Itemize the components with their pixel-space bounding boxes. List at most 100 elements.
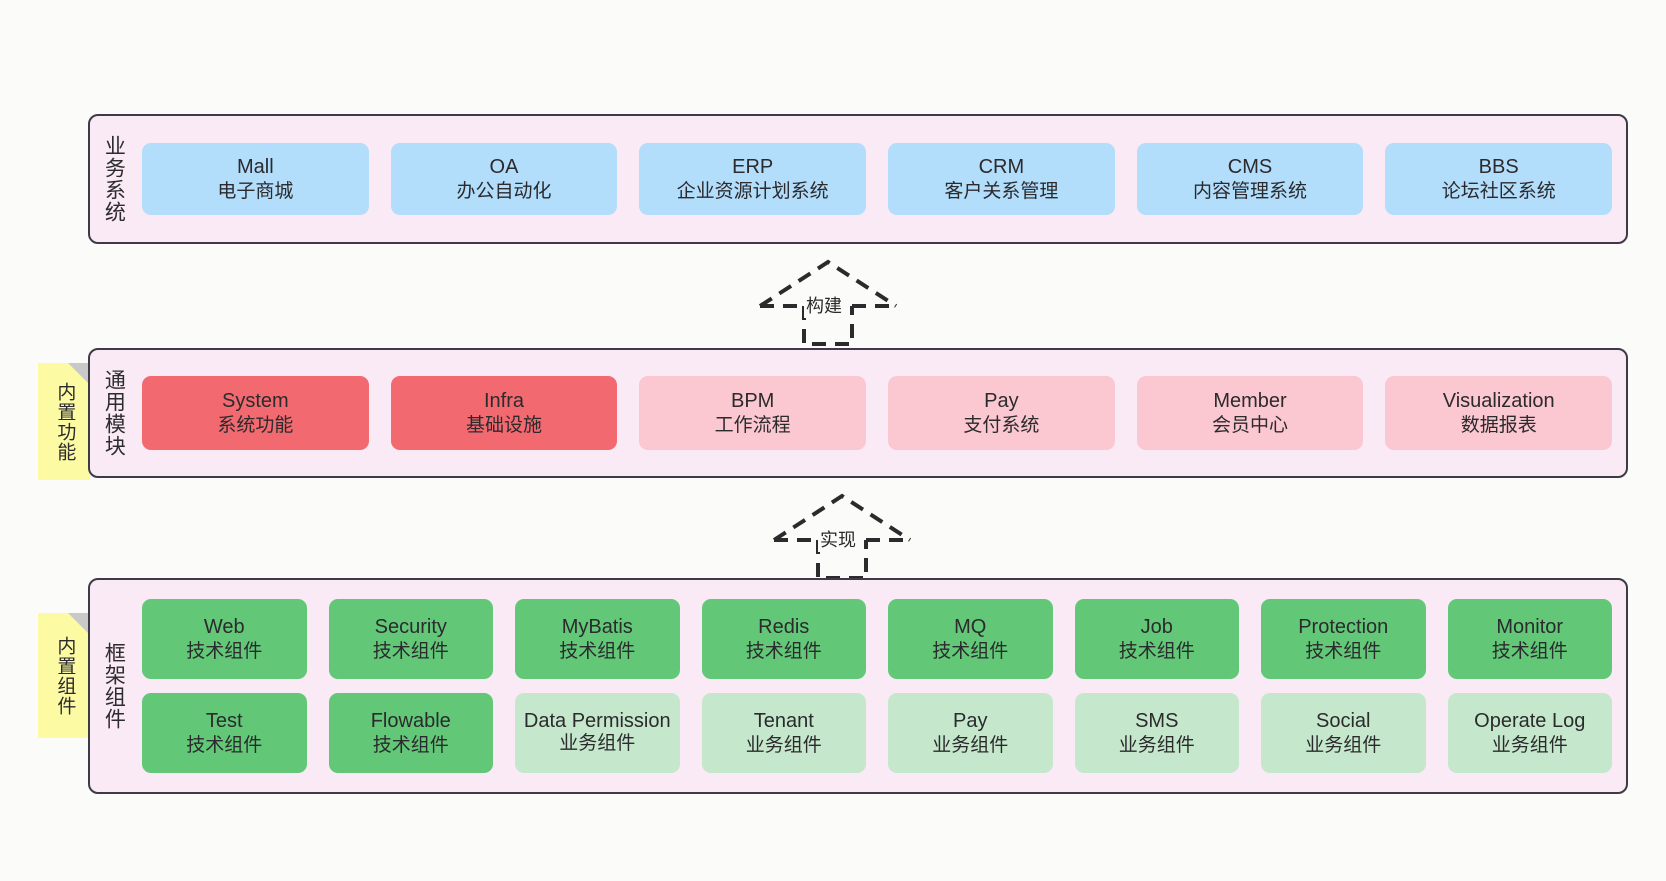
node-protection[interactable]: Protection 技术组件: [1261, 599, 1426, 679]
node-crm[interactable]: CRM 客户关系管理: [888, 143, 1115, 215]
layer-body-framework-components: Web 技术组件 Security 技术组件 MyBatis 技术组件 Redi…: [136, 580, 1626, 792]
node-subtitle: 技术组件: [932, 640, 1009, 662]
node-subtitle: 技术组件: [1305, 640, 1382, 662]
node-subtitle: 业务组件: [1305, 734, 1382, 756]
node-cms[interactable]: CMS 内容管理系统: [1136, 143, 1364, 215]
node-data-permission[interactable]: Data Permission 业务组件: [515, 693, 680, 773]
node-title: Flowable: [370, 710, 451, 733]
layer-title-framework-components: 框架组件: [102, 642, 126, 730]
note-label: 内置功能: [54, 381, 76, 462]
node-title: Visualization: [1442, 390, 1555, 413]
layer-title-common-modules: 通用模块: [102, 369, 126, 457]
node-bpm[interactable]: BPM 工作流程: [639, 376, 867, 450]
node-title: Web: [203, 616, 245, 639]
node-mybatis[interactable]: MyBatis 技术组件: [515, 599, 680, 679]
node-social[interactable]: Social 业务组件: [1261, 693, 1426, 773]
node-mall[interactable]: Mall 电子商城: [142, 143, 369, 215]
node-subtitle: 数据报表: [1460, 414, 1537, 436]
node-subtitle: 业务组件: [1118, 734, 1195, 756]
node-subtitle: 技术组件: [1491, 640, 1568, 662]
layer-body-common-modules: System 系统功能 Infra 基础设施 BPM 工作流程 Pay 支付系统…: [136, 350, 1626, 476]
node-oa[interactable]: OA 办公自动化: [390, 143, 618, 215]
node-title: Infra: [483, 390, 525, 413]
node-title: Operate Log: [1474, 710, 1586, 733]
node-subtitle: 技术组件: [372, 734, 449, 756]
node-subtitle: 技术组件: [559, 640, 636, 662]
node-bbs[interactable]: BBS 论坛社区系统: [1385, 143, 1613, 215]
node-monitor[interactable]: Monitor 技术组件: [1447, 599, 1612, 679]
node-pay-business[interactable]: Pay 业务组件: [888, 693, 1053, 773]
node-pay[interactable]: Pay 支付系统: [888, 376, 1115, 450]
node-subtitle: 系统功能: [217, 414, 294, 436]
node-system[interactable]: System 系统功能: [142, 376, 369, 450]
node-subtitle: 技术组件: [372, 640, 449, 662]
layer-common-modules: 通用模块 System 系统功能 Infra 基础设施 BPM 工作流程 Pay…: [88, 348, 1628, 478]
node-title: CMS: [1227, 156, 1273, 179]
node-infra[interactable]: Infra 基础设施: [390, 376, 618, 450]
node-title: Data Permission: [523, 709, 671, 732]
node-flowable[interactable]: Flowable 技术组件: [328, 693, 493, 773]
connector-implement: 实现: [766, 490, 918, 582]
node-title: Redis: [758, 616, 810, 639]
node-subtitle: 电子商城: [217, 180, 294, 202]
node-subtitle: 会员中心: [1212, 414, 1289, 436]
node-title: Security: [374, 616, 447, 639]
node-subtitle: 企业资源计划系统: [676, 180, 829, 202]
node-subtitle: 业务组件: [1491, 734, 1568, 756]
node-title: SMS: [1135, 710, 1179, 733]
node-subtitle: 工作流程: [714, 414, 791, 436]
note-builtin-components: 内置组件: [38, 613, 90, 738]
node-test[interactable]: Test 技术组件: [142, 693, 307, 773]
node-operate-log[interactable]: Operate Log 业务组件: [1447, 693, 1612, 773]
node-title: System: [221, 390, 289, 413]
note-label: 内置组件: [54, 635, 76, 716]
node-title: Member: [1213, 390, 1287, 413]
node-sms[interactable]: SMS 业务组件: [1074, 693, 1239, 773]
node-security[interactable]: Security 技术组件: [328, 599, 493, 679]
node-member[interactable]: Member 会员中心: [1136, 376, 1364, 450]
connector-implement-label: 实现: [818, 526, 858, 552]
node-subtitle: 技术组件: [1118, 640, 1195, 662]
node-erp[interactable]: ERP 企业资源计划系统: [639, 143, 867, 215]
node-web[interactable]: Web 技术组件: [142, 599, 307, 679]
node-title: Pay: [953, 710, 988, 733]
build-arrow-icon: [758, 259, 898, 346]
node-subtitle: 基础设施: [466, 414, 543, 436]
node-visualization[interactable]: Visualization 数据报表: [1385, 376, 1613, 450]
node-subtitle: 支付系统: [963, 414, 1040, 436]
node-title: Job: [1140, 616, 1173, 639]
row-business-components: Test 技术组件 Flowable 技术组件 Data Permission …: [142, 693, 1612, 773]
node-title: Tenant: [753, 710, 814, 733]
note-builtin-functions: 内置功能: [38, 363, 90, 480]
node-subtitle: 技术组件: [745, 640, 822, 662]
node-job[interactable]: Job 技术组件: [1074, 599, 1239, 679]
row-common-modules: System 系统功能 Infra 基础设施 BPM 工作流程 Pay 支付系统…: [142, 376, 1613, 450]
connector-build: 构建: [752, 256, 904, 348]
node-subtitle: 业务组件: [745, 734, 822, 756]
node-subtitle: 办公自动化: [456, 180, 552, 202]
node-subtitle: 业务组件: [559, 732, 636, 754]
layer-business-systems: 业务系统 Mall 电子商城 OA 办公自动化 ERP 企业资源计划系统 CRM…: [88, 114, 1628, 244]
node-title: BPM: [731, 390, 775, 413]
node-mq[interactable]: MQ 技术组件: [888, 599, 1053, 679]
node-redis[interactable]: Redis 技术组件: [701, 599, 866, 679]
node-title: ERP: [732, 156, 774, 179]
node-title: CRM: [978, 156, 1025, 179]
implement-arrow-icon: [772, 493, 912, 580]
note-fold-corner: [68, 613, 90, 635]
node-tenant[interactable]: Tenant 业务组件: [701, 693, 866, 773]
node-title: Social: [1316, 710, 1371, 733]
node-subtitle: 论坛社区系统: [1441, 180, 1556, 202]
row-business-systems: Mall 电子商城 OA 办公自动化 ERP 企业资源计划系统 CRM 客户关系…: [142, 143, 1613, 215]
node-title: MyBatis: [561, 616, 633, 639]
layer-title-business-systems: 业务系统: [102, 135, 126, 223]
note-fold-corner: [68, 363, 90, 385]
node-title: OA: [489, 156, 519, 179]
node-subtitle: 客户关系管理: [944, 180, 1059, 202]
row-tech-components: Web 技术组件 Security 技术组件 MyBatis 技术组件 Redi…: [142, 599, 1612, 679]
node-title: Mall: [237, 156, 274, 179]
node-title: Test: [205, 710, 243, 733]
node-subtitle: 内容管理系统: [1193, 180, 1308, 202]
layer-framework-components: 框架组件 Web 技术组件 Security 技术组件 MyBatis 技术组件…: [88, 578, 1628, 794]
